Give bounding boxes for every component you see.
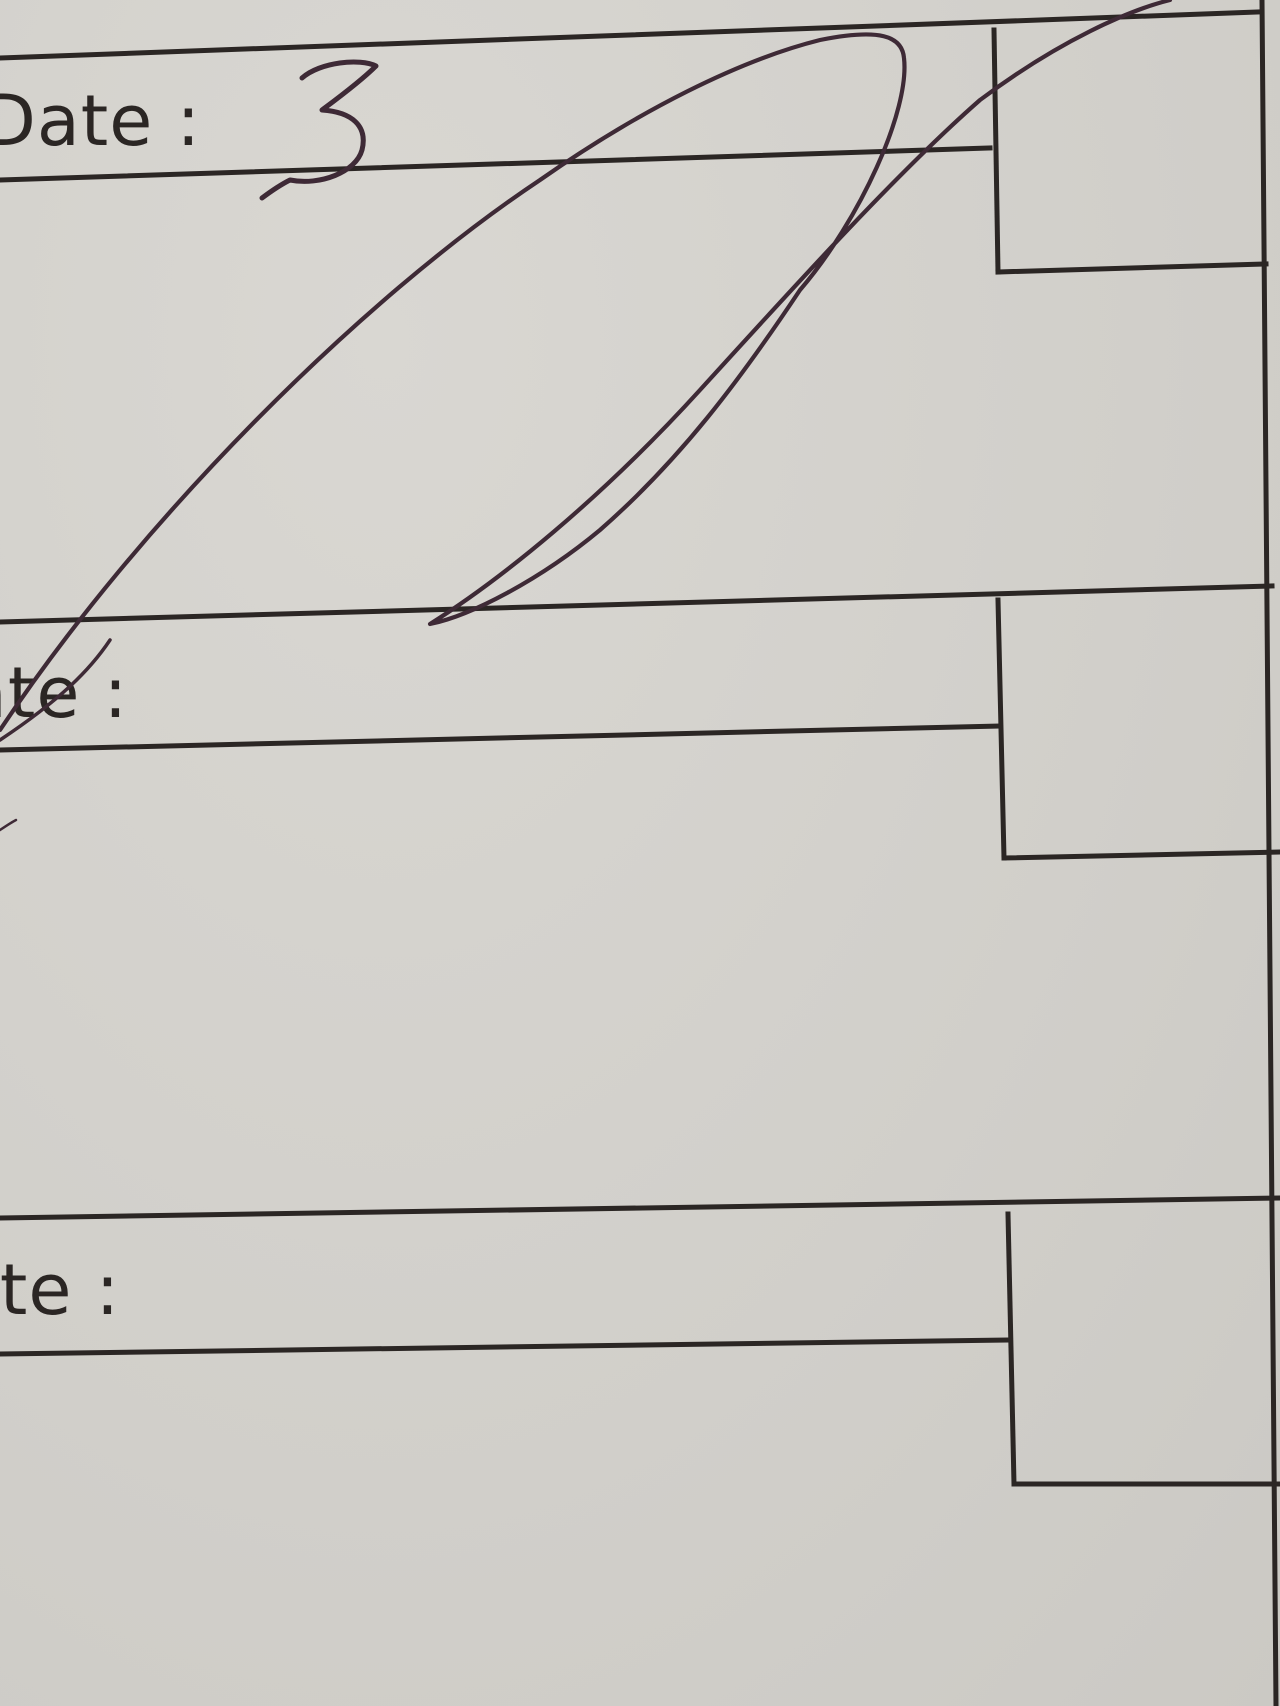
row2-top-line [0, 583, 1275, 625]
row1-box-left [991, 27, 1001, 275]
row3-bottom-line [0, 1337, 1009, 1357]
row2-box-bottom [1001, 849, 1280, 861]
row1-box-bottom [995, 261, 1269, 275]
date-label: ate : [0, 1249, 121, 1331]
row2-box-left [995, 597, 1007, 861]
date-label: ate : [0, 652, 129, 734]
row1-top-line [0, 9, 1261, 61]
row2-bottom-line [0, 723, 1001, 753]
row3-box-left [1005, 1211, 1017, 1487]
row3-top-line [0, 1195, 1280, 1221]
date-label: Date : [0, 80, 202, 162]
